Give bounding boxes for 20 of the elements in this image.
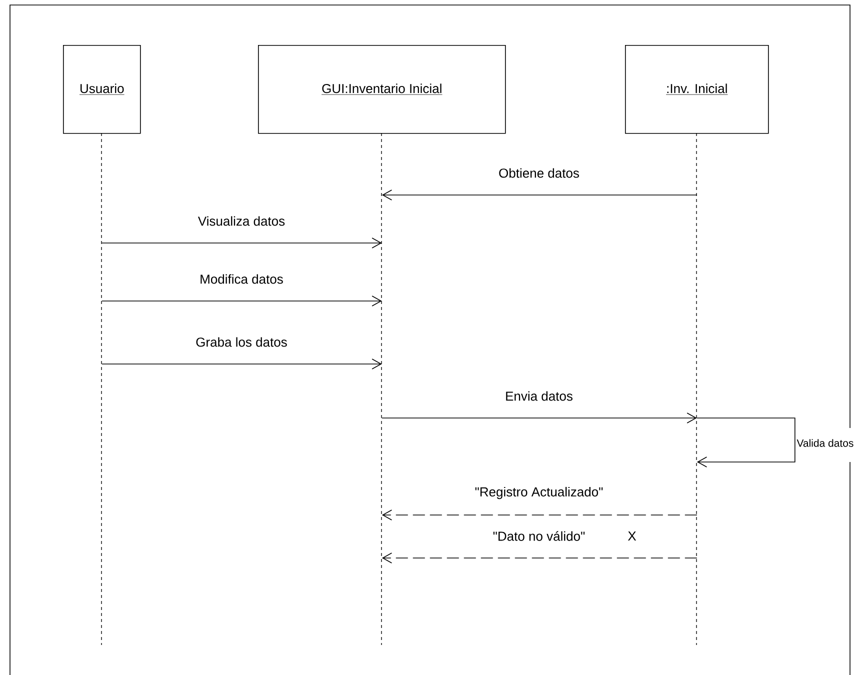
message-label: Obtiene datos bbox=[499, 168, 579, 178]
self-message-arrow bbox=[696, 418, 796, 468]
message-arrow bbox=[382, 412, 697, 424]
message-arrow bbox=[382, 190, 698, 200]
message-arrow bbox=[102, 358, 382, 370]
message-arrow bbox=[102, 296, 382, 306]
message-label: Graba los datos bbox=[196, 337, 287, 347]
object-box: :Inv. Inicial bbox=[625, 45, 769, 134]
cross-mark-label: X bbox=[628, 532, 636, 540]
message-label: Valida datos bbox=[796, 439, 854, 447]
object-box: GUI:Inventario Inicial bbox=[258, 45, 506, 134]
message-label: "Registro Actualizado" bbox=[475, 486, 603, 500]
message-label: Visualiza datos bbox=[198, 216, 285, 226]
message-label: Envia datos bbox=[506, 391, 572, 401]
message-arrow bbox=[102, 238, 382, 248]
message-arrow bbox=[382, 510, 698, 520]
message-label: "Dato no válido" bbox=[493, 531, 585, 541]
object-box: Usuario bbox=[63, 45, 141, 134]
message-arrow bbox=[382, 552, 698, 564]
message-label: Modifica datos bbox=[200, 274, 283, 284]
